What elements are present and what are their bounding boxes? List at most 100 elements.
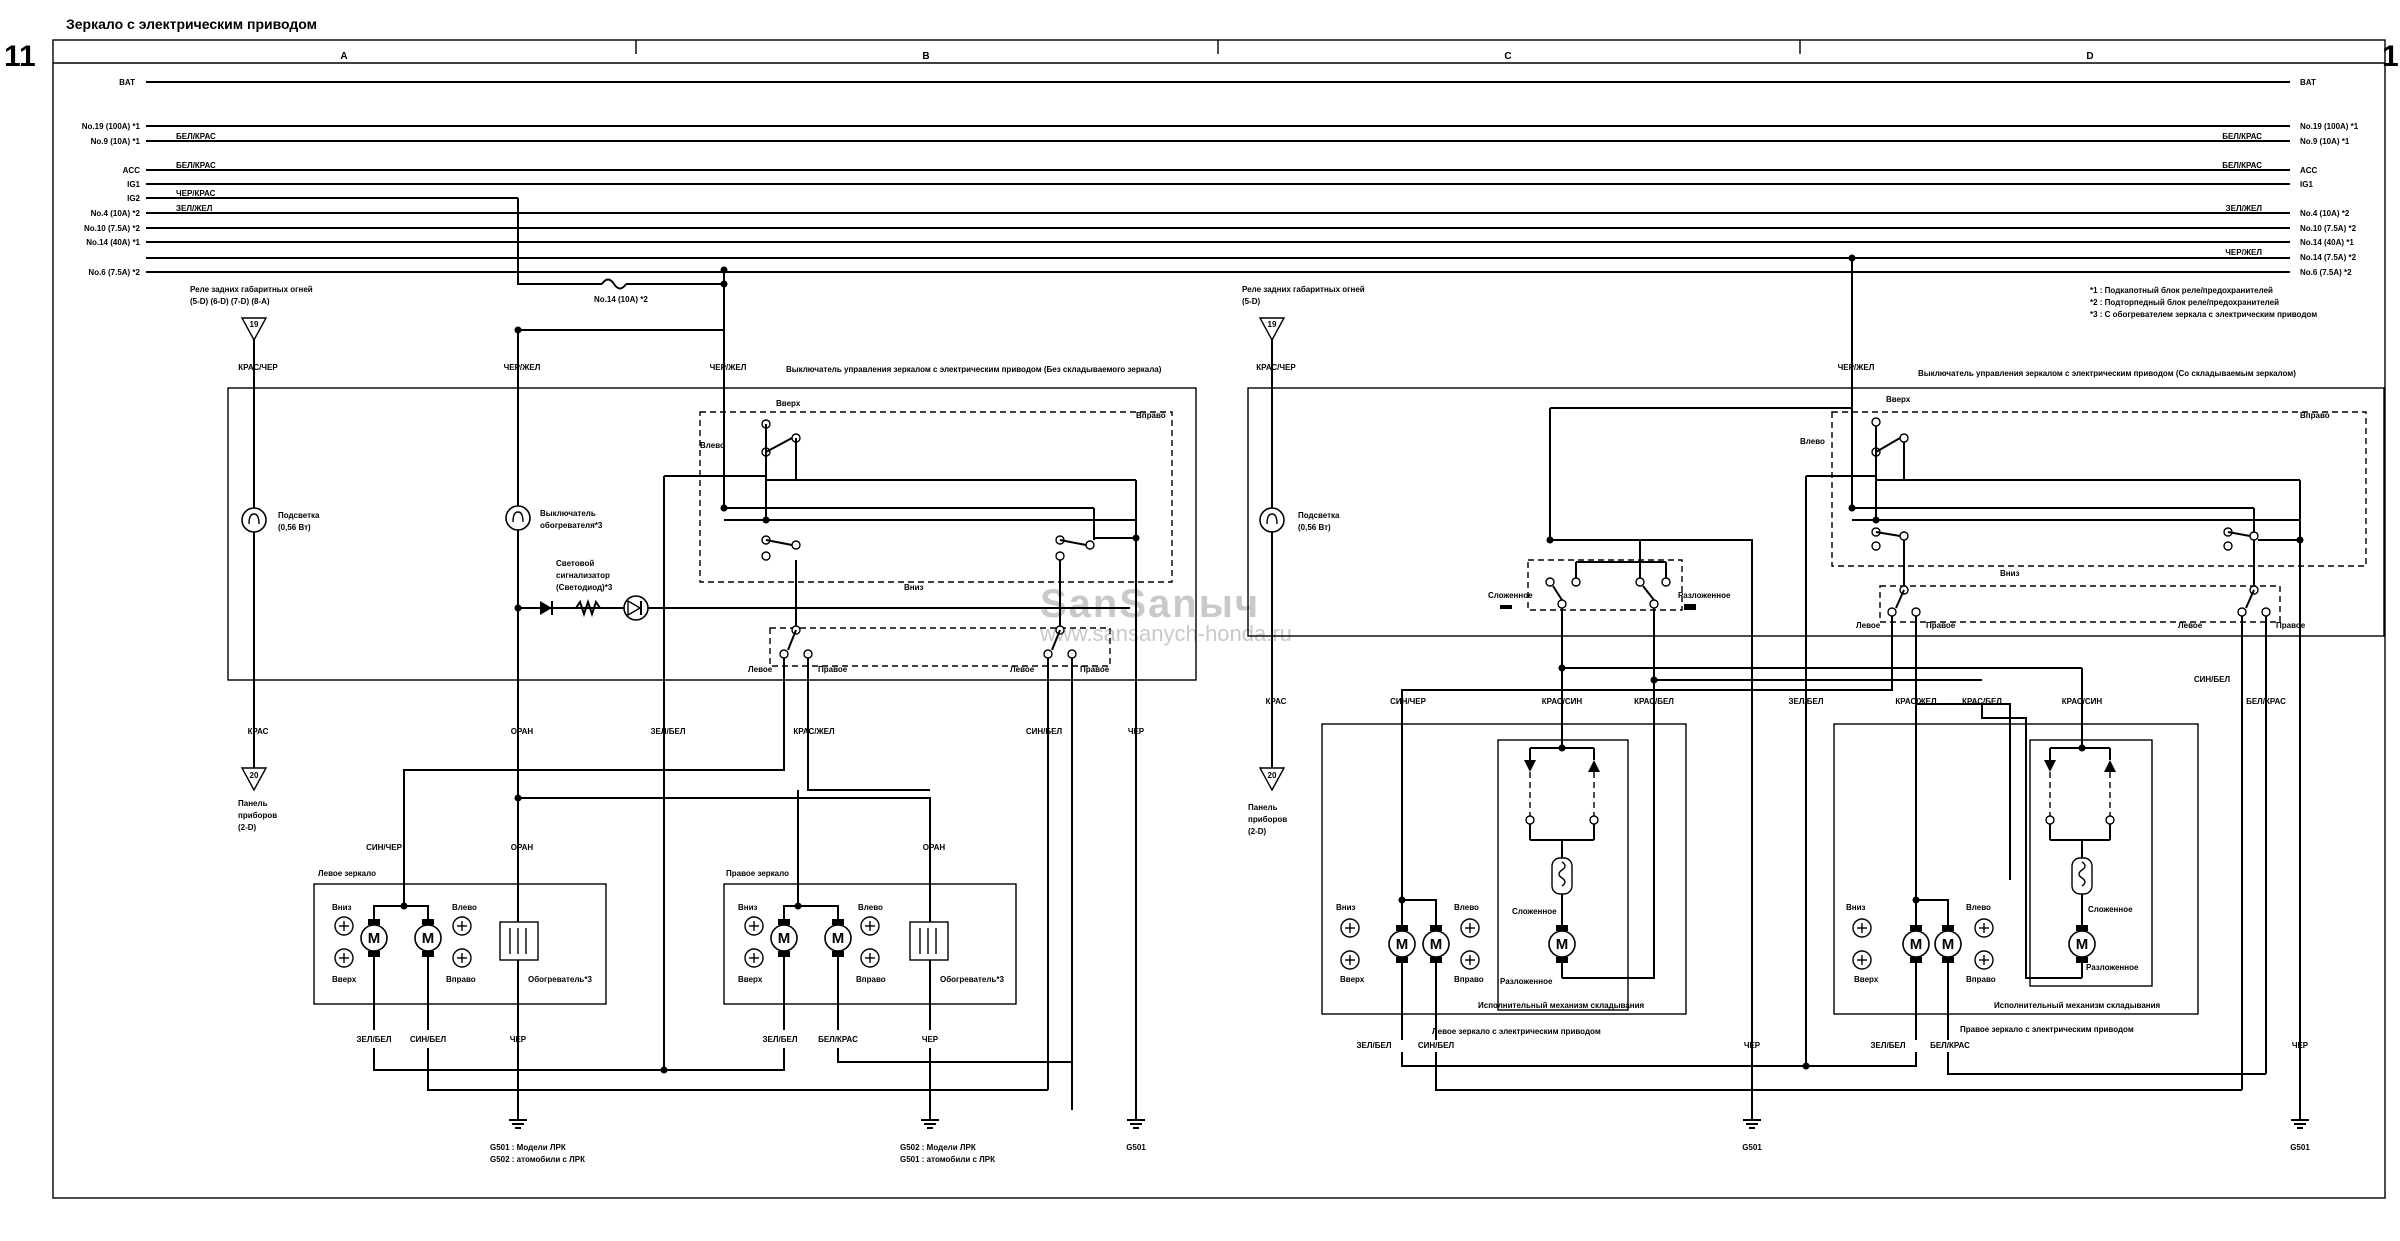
svg-text:КРАС/ЖЕЛ: КРАС/ЖЕЛ xyxy=(1895,697,1937,706)
power-bus xyxy=(146,81,2290,273)
svg-text:(5-D): (5-D) xyxy=(1242,297,1261,306)
svg-text:20: 20 xyxy=(250,771,259,780)
svg-text:БЕЛ/КРАС: БЕЛ/КРАС xyxy=(818,1035,858,1044)
svg-text:ЧЕР/ЖЕЛ: ЧЕР/ЖЕЛ xyxy=(1838,363,1875,372)
svg-text:Разложенное: Разложенное xyxy=(2086,963,2139,972)
svg-text:Световой: Световой xyxy=(556,559,594,568)
svg-text:Выключатель: Выключатель xyxy=(540,509,596,518)
svg-text:Сложенное: Сложенное xyxy=(1512,907,1557,916)
svg-text:КРАС/ЖЕЛ: КРАС/ЖЕЛ xyxy=(793,727,835,736)
svg-text:No.19 (100A) *1: No.19 (100A) *1 xyxy=(82,122,141,131)
svg-text:(2-D): (2-D) xyxy=(238,823,257,832)
column-label-b: B xyxy=(922,51,929,62)
svg-text:СИН/ЧЕР: СИН/ЧЕР xyxy=(366,843,402,852)
svg-text:G502 : атомобили с ЛРК: G502 : атомобили с ЛРК xyxy=(490,1155,585,1164)
svg-text:Вниз: Вниз xyxy=(332,903,352,912)
svg-text:Вверх: Вверх xyxy=(776,399,801,408)
svg-text:Обогреватель*3: Обогреватель*3 xyxy=(528,975,592,984)
svg-text:Вверх: Вверх xyxy=(1886,395,1911,404)
svg-text:Левое зеркало с электрическим: Левое зеркало с электрическим приводом xyxy=(1432,1027,1601,1036)
svg-text:КРАС/БЕЛ: КРАС/БЕЛ xyxy=(1962,697,2002,706)
svg-text:ЗЕЛ/БЕЛ: ЗЕЛ/БЕЛ xyxy=(1789,697,1824,706)
left-mirror-unit: СИН/ЧЕР Левое зеркало Вниз Влево Вверх В… xyxy=(313,843,1048,1164)
svg-text:Вниз: Вниз xyxy=(1846,903,1866,912)
svg-text:No.6 (7.5A) *2: No.6 (7.5A) *2 xyxy=(2300,268,2352,277)
svg-text:(0,56 Вт): (0,56 Вт) xyxy=(278,523,311,532)
svg-text:Реле задних габаритных огней: Реле задних габаритных огней xyxy=(190,285,313,294)
svg-text:No.4 (10A) *2: No.4 (10A) *2 xyxy=(2300,209,2350,218)
svg-text:(Светодиод)*3: (Светодиод)*3 xyxy=(556,583,613,592)
svg-text:(5-D) (6-D) (7-D) (8-A): (5-D) (6-D) (7-D) (8-A) xyxy=(190,297,270,306)
svg-text:IG1: IG1 xyxy=(2300,180,2313,189)
svg-text:Разложенное: Разложенное xyxy=(1500,977,1553,986)
svg-text:БЕЛ/КРАС: БЕЛ/КРАС xyxy=(2246,697,2286,706)
svg-text:КРАС/ЧЕР: КРАС/ЧЕР xyxy=(1256,363,1296,372)
svg-text:Реле задних габаритных огней: Реле задних габаритных огней xyxy=(1242,285,1365,294)
diagram-title: Зеркало с электрическим приводом xyxy=(66,16,317,32)
mirror-switch-box-left xyxy=(227,387,1197,681)
svg-text:Вправо: Вправо xyxy=(856,975,886,984)
svg-text:Вправо: Вправо xyxy=(446,975,476,984)
svg-text:No.9 (10A) *1: No.9 (10A) *1 xyxy=(91,137,141,146)
svg-text:Сложенное: Сложенное xyxy=(1488,591,1533,600)
svg-text:ОРАН: ОРАН xyxy=(923,843,946,852)
svg-text:Вправо: Вправо xyxy=(1966,975,1996,984)
svg-text:КРАС: КРАС xyxy=(248,727,269,736)
svg-text:ЗЕЛ/БЕЛ: ЗЕЛ/БЕЛ xyxy=(763,1035,798,1044)
svg-text:СИН/БЕЛ: СИН/БЕЛ xyxy=(410,1035,447,1044)
svg-text:Вверх: Вверх xyxy=(738,975,763,984)
relay-rear-lights-left: Реле задних габаритных огней (5-D) (6-D)… xyxy=(190,285,313,496)
svg-text:СИН/БЕЛ: СИН/БЕЛ xyxy=(1418,1041,1455,1050)
svg-text:ЧЕР: ЧЕР xyxy=(2292,1041,2309,1050)
svg-text:БЕЛ/КРАС: БЕЛ/КРАС xyxy=(176,132,216,141)
svg-text:G501: G501 xyxy=(1742,1143,1762,1152)
bus-labels-left: BAT No.19 (100A) *1 No.9 (10A) *1 ACC IG… xyxy=(82,78,216,277)
svg-text:20: 20 xyxy=(1268,771,1277,780)
svg-text:G501 : Модели ЛРК: G501 : Модели ЛРК xyxy=(490,1143,566,1152)
svg-text:ЗЕЛ/БЕЛ: ЗЕЛ/БЕЛ xyxy=(651,727,686,736)
svg-text:No.9 (10A) *1: No.9 (10A) *1 xyxy=(2300,137,2350,146)
svg-text:Влево: Влево xyxy=(1966,903,1991,912)
svg-text:Влево: Влево xyxy=(858,903,883,912)
column-label-a: A xyxy=(340,51,347,62)
svg-text:ЗЕЛ/БЕЛ: ЗЕЛ/БЕЛ xyxy=(1357,1041,1392,1050)
svg-text:ЗЕЛ/ЖЕЛ: ЗЕЛ/ЖЕЛ xyxy=(176,204,213,213)
svg-text:ЧЕР/ЖЕЛ: ЧЕР/ЖЕЛ xyxy=(2225,248,2262,257)
svg-text:Панель: Панель xyxy=(1248,803,1278,812)
svg-text:Вниз: Вниз xyxy=(2000,569,2020,578)
svg-text:No.19 (100A) *1: No.19 (100A) *1 xyxy=(2300,122,2359,131)
svg-text:Разложенное: Разложенное xyxy=(1678,591,1731,600)
fuse-no14: No.14 (10A) *2 xyxy=(517,198,728,304)
relay-rear-lights-right: Реле задних габаритных огней (5-D) 19 КР… xyxy=(1242,285,1365,508)
svg-text:No.4 (10A) *2: No.4 (10A) *2 xyxy=(91,209,141,218)
left-folding-mirror-unit: Вниз Влево Вверх Вправо Сложенное Разлож… xyxy=(1321,668,2242,1152)
svg-text:G501: G501 xyxy=(2290,1143,2310,1152)
svg-text:Вниз: Вниз xyxy=(1336,903,1356,912)
svg-text:G501 : атомобили с ЛРК: G501 : атомобили с ЛРК xyxy=(900,1155,995,1164)
svg-text:БЕЛ/КРАС: БЕЛ/КРАС xyxy=(176,161,216,170)
right-folding-mirror-unit: Вниз Влево Вверх Вправо Сложенное Разлож… xyxy=(1802,668,2310,1152)
svg-text:19: 19 xyxy=(1268,320,1277,329)
backlight-bulb-left: Подсветка (0,56 Вт) КРАС 20 Панель прибо… xyxy=(238,496,320,832)
svg-text:Правое: Правое xyxy=(818,665,848,674)
svg-text:приборов: приборов xyxy=(1248,815,1287,824)
svg-text:Левое: Левое xyxy=(1856,621,1881,630)
svg-text:Правое: Правое xyxy=(1080,665,1110,674)
svg-text:СИН/БЕЛ: СИН/БЕЛ xyxy=(2194,675,2231,684)
page-number-right: 1 xyxy=(2382,40,2399,73)
svg-text:No.14 (10A) *2: No.14 (10A) *2 xyxy=(594,295,648,304)
svg-text:(0,56 Вт): (0,56 Вт) xyxy=(1298,523,1331,532)
svg-text:БЕЛ/КРАС: БЕЛ/КРАС xyxy=(1930,1041,1970,1050)
mirror-selector-switch-right: ЧЕР/ЖЕЛ Вверх Влево Вправо Вниз xyxy=(1401,254,2367,1110)
svg-text:No.14 (40A) *1: No.14 (40A) *1 xyxy=(2300,238,2354,247)
svg-text:Вверх: Вверх xyxy=(1854,975,1879,984)
svg-text:No.14 (40A) *1: No.14 (40A) *1 xyxy=(86,238,140,247)
svg-text:Правое: Правое xyxy=(2276,621,2306,630)
svg-text:Вверх: Вверх xyxy=(332,975,357,984)
svg-text:Влево: Влево xyxy=(700,441,725,450)
footnotes: *1 : Подкапотный блок реле/предохранител… xyxy=(2090,286,2317,319)
svg-text:ЧЕР/ЖЕЛ: ЧЕР/ЖЕЛ xyxy=(504,363,541,372)
svg-text:Исполнительный механизм склады: Исполнительный механизм складывания xyxy=(1994,1001,2161,1010)
svg-text:SanSanыч: SanSanыч xyxy=(1040,582,1260,626)
svg-text:Исполнительный механизм склады: Исполнительный механизм складывания xyxy=(1478,1001,1645,1010)
